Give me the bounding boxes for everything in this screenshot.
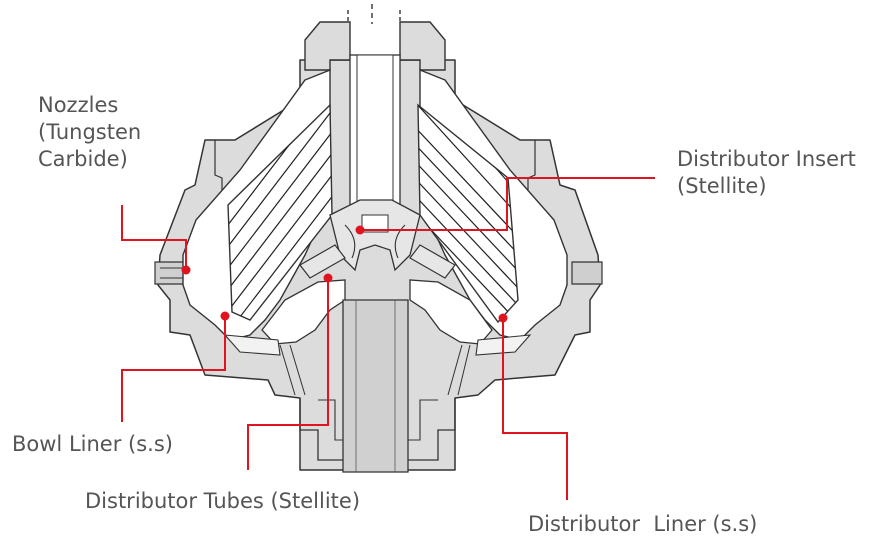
central-shaft	[342, 4, 409, 473]
distributor-insert	[329, 199, 421, 272]
leader-lines	[121, 177, 655, 500]
dot-distributor-tubes	[323, 273, 333, 283]
leader-dots	[181, 225, 508, 323]
label-bowl-liner: Bowl Liner (s.s)	[12, 432, 173, 456]
label-distributor-tubes: Distributor Tubes (Stellite)	[85, 489, 361, 513]
label-distributor-liner: Distributor Liner (s.s)	[528, 512, 758, 536]
label-nozzles-line-1: Nozzles	[38, 93, 119, 117]
leader-distributor-insert	[360, 177, 655, 231]
leader-nozzles	[121, 205, 187, 268]
dot-distributor-insert	[355, 225, 365, 235]
label-distributor-insert-line-2: (Stellite)	[677, 174, 767, 198]
label-nozzles: Nozzles (Tungsten Carbide)	[38, 92, 141, 173]
dot-nozzles	[181, 265, 191, 275]
dot-bowl-liner	[220, 311, 230, 321]
label-nozzles-line-3: Carbide)	[38, 147, 128, 171]
label-distributor-insert: Distributor Insert (Stellite)	[677, 146, 856, 200]
label-distributor-insert-line-1: Distributor Insert	[677, 147, 856, 171]
leader-bowl-liner	[121, 316, 226, 422]
leader-distributor-liner	[502, 318, 568, 500]
label-nozzles-line-2: (Tungsten	[38, 120, 142, 144]
dot-distributor-liner	[498, 313, 508, 323]
distributor-tubes	[299, 244, 456, 279]
leader-distributor-tubes	[247, 278, 329, 470]
